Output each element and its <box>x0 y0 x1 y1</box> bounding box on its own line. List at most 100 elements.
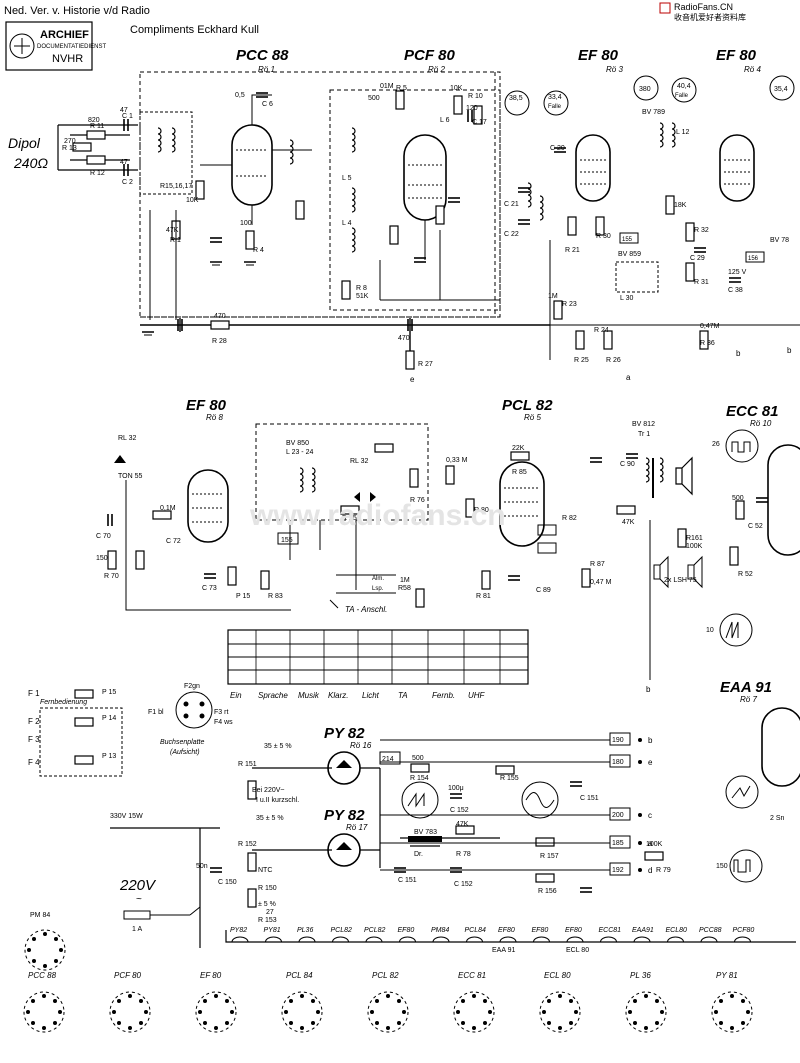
label-rl32: RL 32 <box>118 435 137 442</box>
label-dr: Dr. <box>414 851 423 858</box>
filament-label-13: ECL80 <box>666 927 688 934</box>
label-470b: 470 <box>398 335 410 342</box>
tube-eaa91 <box>761 707 800 787</box>
tube-ref-ef80b: Rö 4 <box>744 65 761 74</box>
label-r25: R 25 <box>574 357 589 364</box>
filament-heater-1 <box>265 936 282 943</box>
label-r153: R 153 <box>258 917 277 924</box>
tube-ref-py82b: Rö 17 <box>346 823 368 832</box>
archief-stamp: ARCHIEF DOCUMENTATIEDIENST NVHR <box>5 21 106 71</box>
archive-line: Ned. Ver. v. Historie v/d Radio <box>4 5 150 17</box>
filament-heater-2 <box>298 936 316 943</box>
tube-name-pcf80: PCF 80 <box>404 47 456 64</box>
label-ton55: TON 55 <box>118 473 142 480</box>
filament-heater-14 <box>700 936 718 943</box>
tube-ref-ef80a: Rö 3 <box>606 65 623 74</box>
tube-ref-ef80c: Rö 8 <box>206 413 223 422</box>
stamp-sub: DOCUMENTATIEDIENST <box>37 44 106 50</box>
trap-falle-2: Falle <box>675 93 689 99</box>
label-c152b: C 152 <box>454 881 473 888</box>
socket-pin-f1: F1 bl <box>148 709 164 716</box>
cap-c6: C 6 <box>262 101 273 108</box>
label-alm: Alm. <box>372 576 384 582</box>
svg-text:820: 820 <box>88 117 100 124</box>
label-500: 500 <box>368 95 380 102</box>
remote-pot-p15: P 15 <box>102 689 116 696</box>
label-r79: R 79 <box>656 867 671 874</box>
filament-heater-12 <box>633 936 651 943</box>
switch-label-0: Ein <box>230 691 242 700</box>
label-c70: C 70 <box>96 533 111 540</box>
svg-text:C 2: C 2 <box>122 179 133 186</box>
tube-base-3 <box>281 991 323 1033</box>
rail-box-0 <box>609 732 631 746</box>
label-c89: C 89 <box>536 587 551 594</box>
label-r155: R 155 <box>500 775 519 782</box>
label-r80: R 80 <box>474 507 489 514</box>
header: Ned. Ver. v. Historie v/d Radio Complime… <box>4 2 746 71</box>
label-r26: R 26 <box>606 357 621 364</box>
label-c151b: C 151 <box>398 877 417 884</box>
tube-pcc88 <box>231 124 273 206</box>
stamp-org: NVHR <box>52 53 83 65</box>
svg-text:C 1: C 1 <box>122 113 133 120</box>
label-r87: R 87 <box>590 561 605 568</box>
socket-plate: F2gn F1 bl F3 rt F4 ws Buchsenplatte (Au… <box>148 683 233 756</box>
label-c21: C 21 <box>504 201 519 208</box>
label-r75: R 75 <box>342 515 357 522</box>
label-c38: C 38 <box>728 287 743 294</box>
label-pct5: ± 5 % <box>258 901 276 908</box>
label-r150: R 150 <box>258 885 277 892</box>
trap-404: 40,4 <box>677 83 691 90</box>
remote-port-f3: F 3 <box>28 735 40 744</box>
remote-title: Fernbedienung <box>40 699 87 706</box>
label-l5: L 5 <box>342 175 352 182</box>
rail-voltage-2: 200 <box>612 812 624 819</box>
label-22k: 22K <box>512 445 525 452</box>
filament-label-9: EF80 <box>532 927 549 934</box>
filament-label-8: EF80 <box>498 927 515 934</box>
label-r83: R 83 <box>268 593 283 600</box>
label-r31: R 31 <box>694 279 709 286</box>
label-l30: L 30 <box>620 295 633 302</box>
label-500: 500 <box>412 755 424 762</box>
label-047m2: 0,47 M <box>590 579 612 586</box>
tube-ef80a <box>575 134 611 202</box>
tube-base-2 <box>195 991 237 1033</box>
switch-label-5: TA <box>398 691 408 700</box>
label-01m2: 0,1M <box>160 505 176 512</box>
switch-label-1: Sprache <box>258 691 288 700</box>
sync-stage: ECC 81 Rö 10 26 500 C 52 R 52 10 EAA 91 … <box>706 403 800 883</box>
label-10k2: 10K <box>450 85 463 92</box>
label-125v: 125 V <box>728 269 747 276</box>
remote-port-f4: F 4 <box>28 758 40 767</box>
rail-box-3 <box>609 835 631 849</box>
tube-base-label-7: PL 36 <box>630 971 651 980</box>
label-r156: R 156 <box>538 888 557 895</box>
label-r30: R 30 <box>596 233 611 240</box>
socket-pin-f3: F3 rt <box>214 709 228 716</box>
node-150: 150 <box>716 863 728 870</box>
compliments-line: Compliments Eckhard Kull <box>130 24 259 36</box>
label-01m: 01M <box>380 83 394 90</box>
label-18k: 18K <box>674 202 687 209</box>
tube-ref-pcf80: Rö 2 <box>428 65 445 74</box>
svg-text:b: b <box>646 685 651 694</box>
trap-354: 35,4 <box>774 86 788 93</box>
svg-text:270: 270 <box>64 138 76 145</box>
label-ta-conn: TA - Anschl. <box>345 605 387 614</box>
pcc88-stage: PCC 88 Rö 1 0,5 C 6 R15,16,17 10K 47K R … <box>149 47 312 320</box>
switch-label-6: Fernb. <box>432 691 455 700</box>
remote-control: Fernbedienung F 1 F 2 F 3 F 4 P 15 P 14 … <box>28 689 123 777</box>
rail-letter-2: c <box>648 811 652 820</box>
tube-ref-eaa91: Rö 7 <box>740 695 757 704</box>
tube-pcl82 <box>499 461 545 547</box>
tube-base-label-4: PCL 82 <box>372 971 399 980</box>
rail-voltage-4: 192 <box>612 867 624 874</box>
site-tagline: 收音机爱好者资料库 <box>674 12 746 22</box>
svg-text:a: a <box>626 373 631 382</box>
switch-label-2: Musik <box>298 691 320 700</box>
tube-base-label-6: ECL 80 <box>544 971 571 980</box>
label-l2324: L 23 - 24 <box>286 449 313 456</box>
